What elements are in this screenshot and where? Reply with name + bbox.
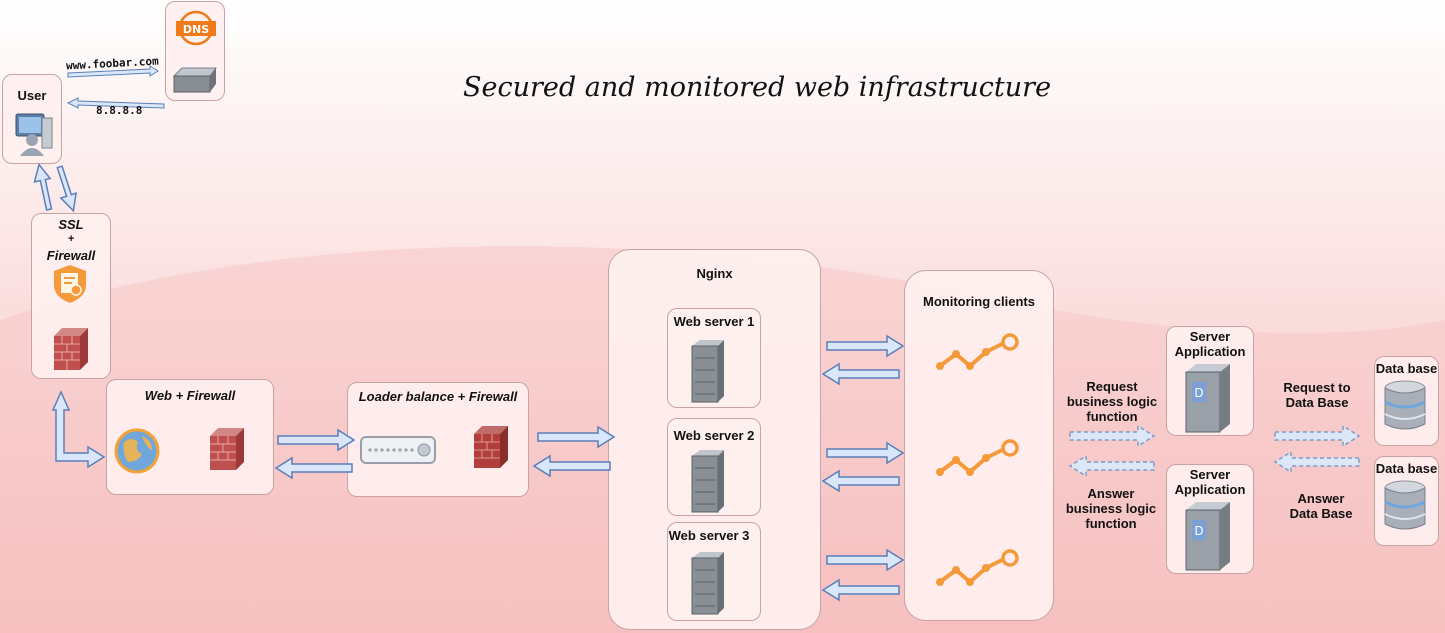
firewall-brick-icon [210,428,244,470]
server-rack-icon [691,450,724,513]
user-label: User [17,88,47,103]
user-ssl-up-arrow [33,162,53,211]
database-cylinder-icon [1384,480,1426,530]
ssl-web-bent-arrow [51,390,106,469]
web-server-3-label: Web server 3 [668,528,750,543]
web-server-2-label: Web server 2 [673,428,755,443]
database-cylinder-icon [1384,380,1426,430]
server-rack-icon [691,340,724,403]
web-server-1-label: Web server 1 [673,314,755,329]
request-business-logic-label: Request business logic function [1066,379,1158,424]
certificate-shield-icon [54,265,86,303]
dns-response-arrow [66,97,165,109]
monitoring-chart-icon [936,439,1019,476]
load-balancer-label: Loader balance + Firewall [358,389,518,404]
user-computer-icon [15,113,53,156]
dns-response-label: 8.8.8.8 [96,104,143,117]
server-app-2-label: Server Application [1174,467,1246,497]
answer-business-logic-label: Answer business logic function [1065,486,1157,531]
server-rack-icon [691,552,724,615]
monitoring-chart-icon [936,549,1019,586]
answer-database-label: Answer Data Base [1289,491,1353,521]
monitoring-node[interactable] [904,270,1054,621]
application-server-icon: D [1185,364,1230,433]
svg-text:DNS: DNS [183,23,209,36]
load-balancer-device-icon [360,436,436,464]
ssl-label: SSL [58,217,84,232]
ssl-firewall-label: Firewall [46,248,96,263]
svg-text:D: D [1194,524,1203,538]
globe-icon [114,428,160,474]
dns-icon: DNS [176,10,216,46]
user-ssl-down-arrow [56,165,78,213]
firewall-brick-icon [54,328,88,370]
web-firewall-label: Web + Firewall [144,388,236,403]
server-app-1-label: Server Application [1174,329,1246,359]
monitoring-label: Monitoring clients [923,294,1035,309]
dns-server-icon [172,67,217,93]
request-database-label: Request to Data Base [1283,380,1351,410]
ssl-plus-label: + [67,233,75,245]
database-1-label: Data base [1375,361,1438,376]
firewall-brick-icon [474,426,508,468]
database-2-label: Data base [1375,461,1438,476]
nginx-label: Nginx [696,266,733,281]
application-server-icon: D [1185,502,1230,571]
dns-request-arrow [67,65,159,78]
svg-text:D: D [1194,386,1203,400]
diagram-title: Secured and monitored web infrastructure [463,72,1052,103]
monitoring-chart-icon [936,333,1019,370]
